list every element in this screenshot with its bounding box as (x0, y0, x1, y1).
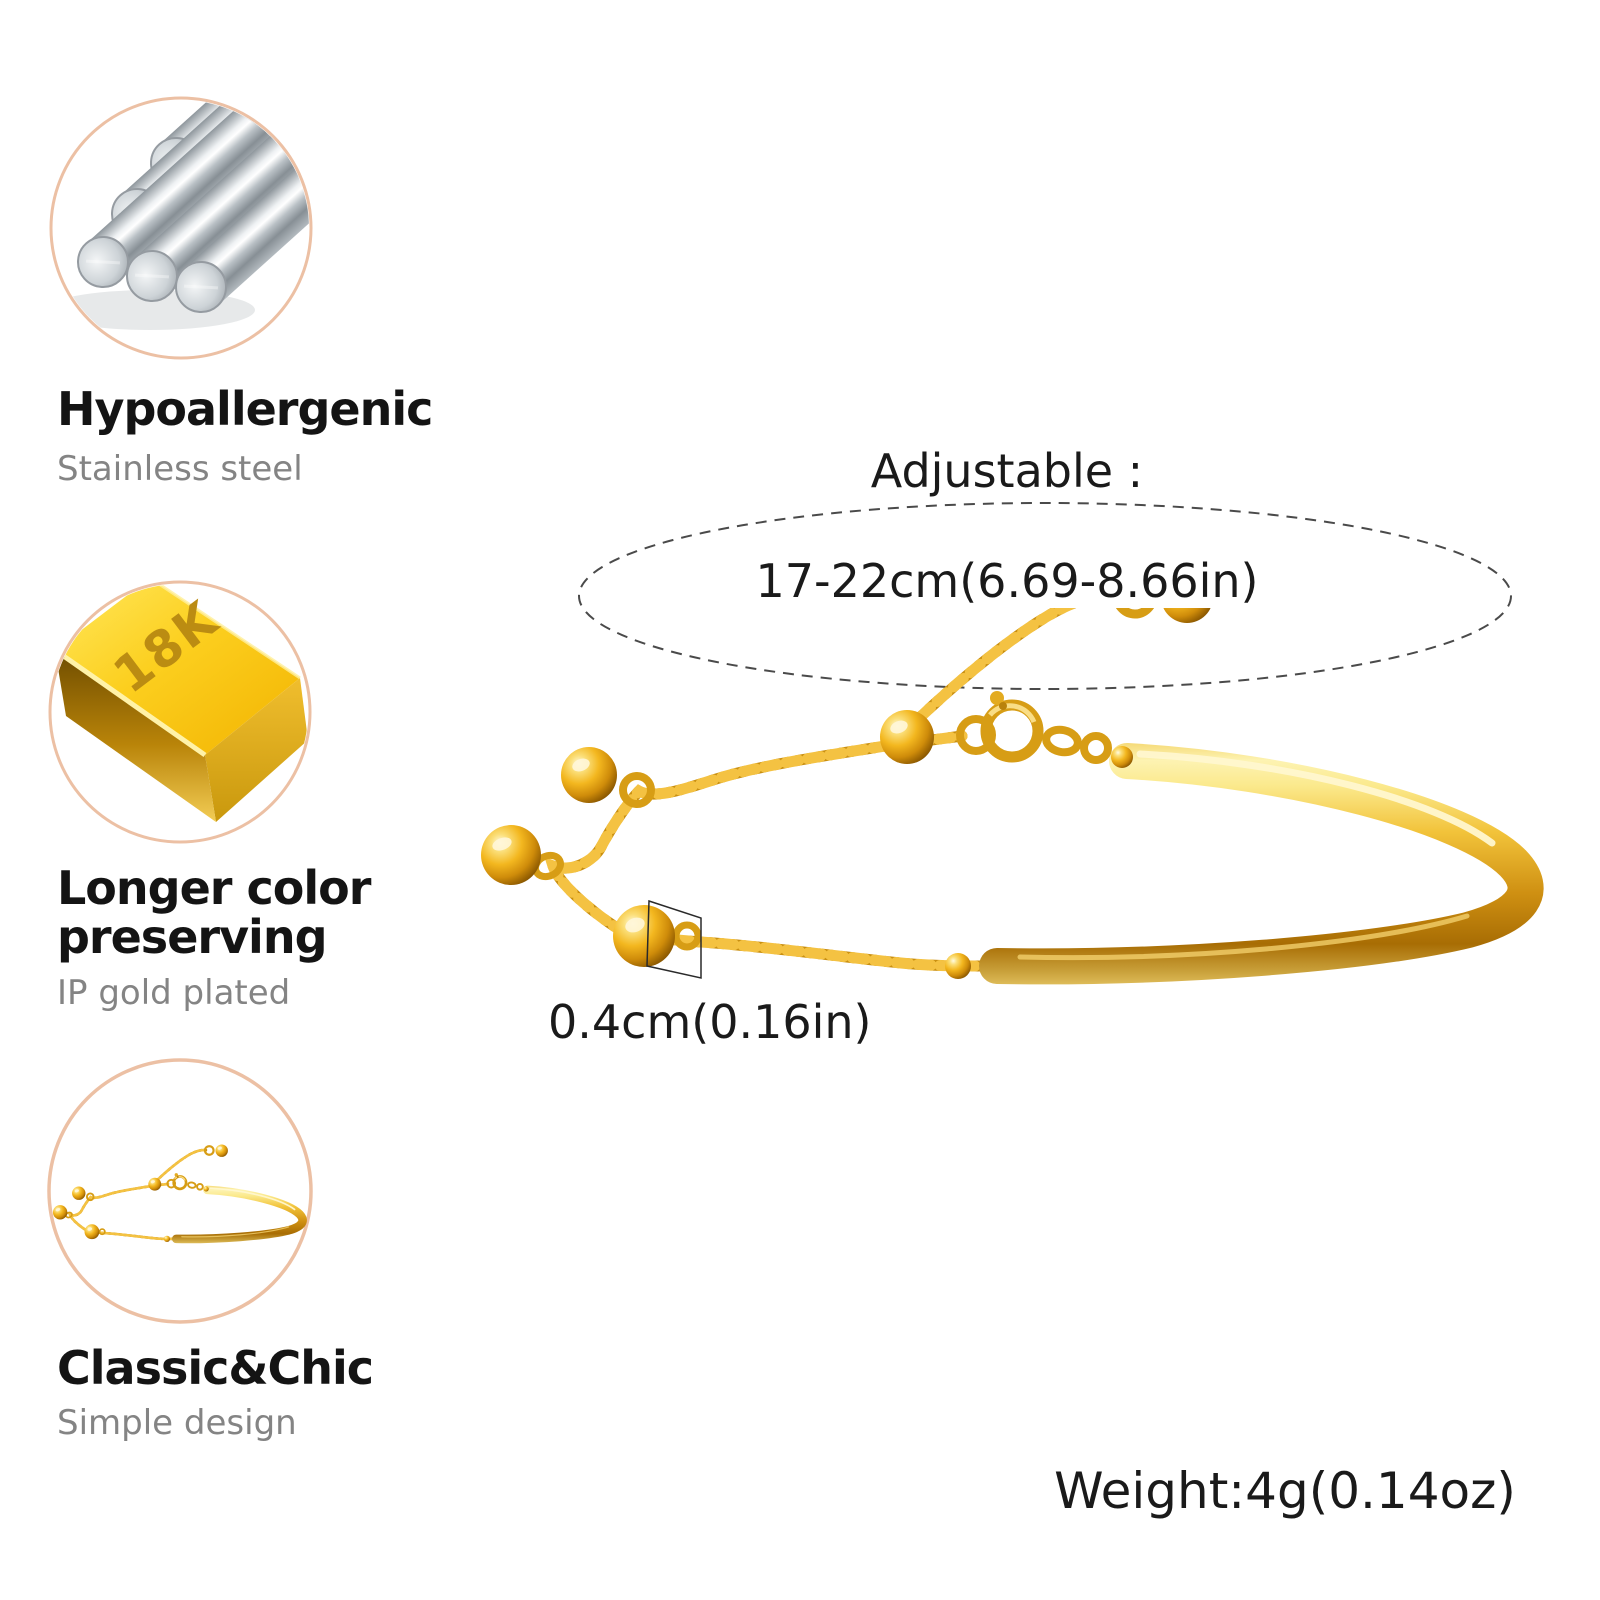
feature-title-color-preserving: Longer color preserving (57, 861, 371, 964)
adjustable-range-label: 17-22cm(6.69-8.66in) (707, 500, 1307, 608)
feature-subtitle-stainless-steel: Stainless steel (57, 449, 303, 489)
bead-diameter-label: 0.4cm(0.16in) (548, 995, 872, 1049)
adjustable-label: Adjustable : (870, 444, 1144, 498)
feature-title-hypoallergenic: Hypoallergenic (57, 382, 433, 436)
bracelet-thumbnail-icon (47, 1058, 313, 1324)
gold-bar-icon (48, 580, 312, 844)
adjustable-range-value: 17-22cm(6.69-8.66in) (749, 554, 1265, 608)
bracelet-illustration (481, 571, 1526, 979)
weight-label: Weight:4g(0.14oz) (1054, 1462, 1516, 1520)
feature-subtitle-simple-design: Simple design (57, 1403, 297, 1443)
feature-title-classic-chic: Classic&Chic (57, 1341, 374, 1395)
size-bracket (646, 899, 702, 979)
feature-subtitle-ip-gold-plated: IP gold plated (57, 973, 291, 1013)
steel-rods-icon (49, 96, 313, 360)
adjustable-dashed-ellipse (578, 502, 1512, 690)
